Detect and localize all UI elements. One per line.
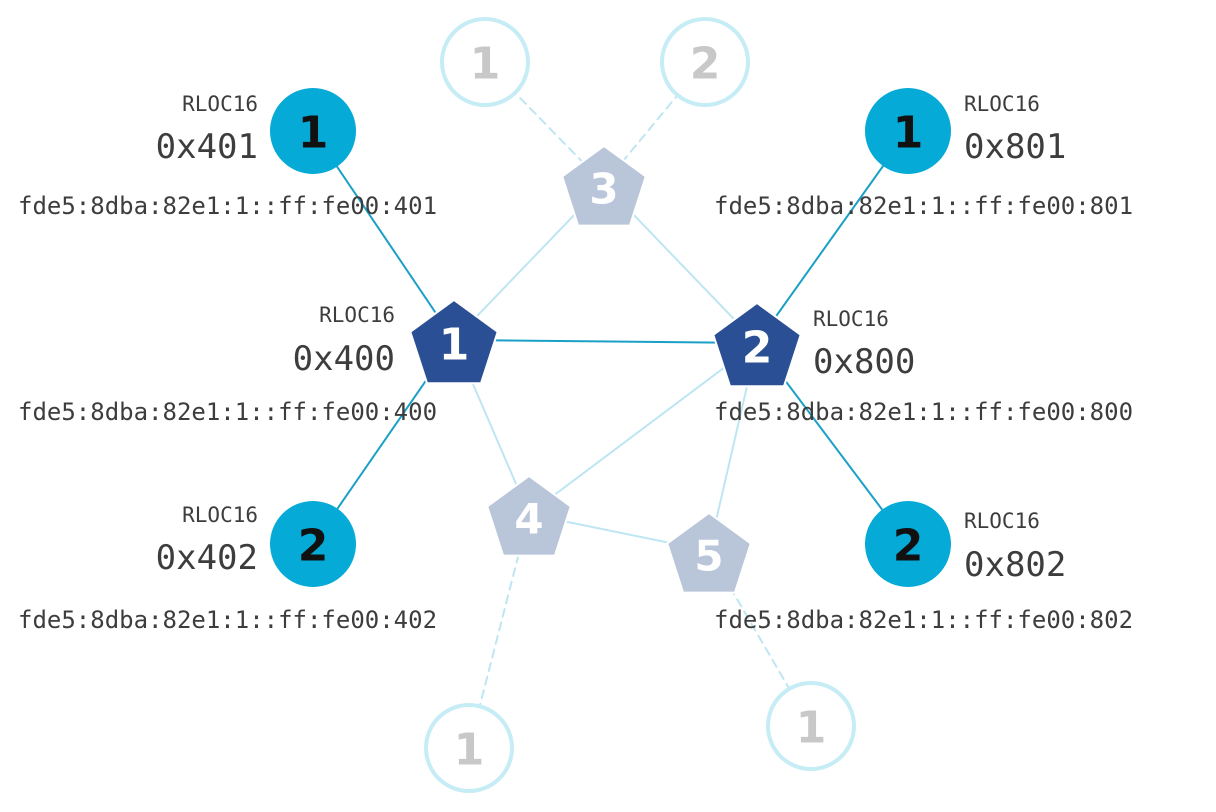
- child-node-c3a: 1: [440, 17, 530, 107]
- link-r2-r4: [528, 342, 758, 515]
- pentagon-icon: [666, 511, 752, 594]
- child-label-c401: 1: [298, 108, 329, 159]
- label-group-c402: RLOC16 0x402 fde5:8dba:82e1:1::ff:fe00:4…: [18, 503, 437, 634]
- pentagon-icon: [409, 298, 499, 385]
- rloc-caption: RLOC16: [182, 503, 258, 527]
- rloc-value-r2: 0x800: [813, 342, 915, 382]
- label-group-r2: RLOC16 0x800 fde5:8dba:82e1:1::ff:fe00:8…: [714, 307, 1133, 426]
- child-node-c802: 2: [865, 501, 951, 587]
- child-node-c801: 1: [865, 88, 951, 174]
- circle-icon: [766, 681, 856, 771]
- rloc-value-c801: 0x801: [964, 127, 1066, 167]
- address-c401: fde5:8dba:82e1:1::ff:fe00:401: [18, 192, 437, 220]
- child-label-c3b: 2: [690, 39, 721, 90]
- rloc-value-r1: 0x400: [293, 339, 395, 379]
- child-node-c5a: 1: [766, 681, 856, 771]
- router-label-r4: 4: [514, 495, 543, 544]
- circle-icon: [270, 501, 356, 587]
- router-node-r2: 2: [712, 301, 802, 388]
- child-label-c801: 1: [893, 108, 924, 159]
- label-group-c802: RLOC16 0x802 fde5:8dba:82e1:1::ff:fe00:8…: [714, 509, 1133, 634]
- router-node-r5: 5: [666, 511, 752, 594]
- child-node-c3b: 2: [660, 17, 750, 107]
- rloc-caption: RLOC16: [964, 92, 1040, 116]
- address-c802: fde5:8dba:82e1:1::ff:fe00:802: [714, 606, 1133, 634]
- child-label-c4a: 1: [454, 725, 485, 776]
- router-label-r5: 5: [694, 532, 723, 581]
- child-node-c4a: 1: [424, 703, 514, 793]
- rloc-caption: RLOC16: [964, 509, 1040, 533]
- circle-icon: [660, 17, 750, 107]
- rloc-value-c402: 0x402: [156, 538, 258, 578]
- child-label-c402: 2: [298, 521, 329, 572]
- router-node-r1: 1: [409, 298, 499, 385]
- router-label-r3: 3: [589, 165, 618, 214]
- nodes-layer: 1 2 3 4 5 1 2 1 2 1 2 1 1: [270, 17, 951, 793]
- rloc-value-c401: 0x401: [156, 127, 258, 167]
- router-node-r4: 4: [486, 474, 572, 557]
- pentagon-icon: [561, 144, 647, 227]
- router-label-r2: 2: [742, 323, 773, 374]
- link-r2-c801: [756, 130, 909, 344]
- pentagon-icon: [712, 301, 802, 388]
- router-label-r1: 1: [439, 320, 470, 371]
- rloc-value-c802: 0x802: [964, 545, 1066, 585]
- address-r2: fde5:8dba:82e1:1::ff:fe00:800: [714, 398, 1133, 426]
- pentagon-icon: [486, 474, 572, 557]
- circle-icon: [440, 17, 530, 107]
- router-node-r3: 3: [561, 144, 647, 227]
- rloc-caption: RLOC16: [813, 307, 889, 331]
- rloc-caption: RLOC16: [319, 303, 395, 327]
- child-label-c5a: 1: [796, 703, 827, 754]
- circle-icon: [865, 88, 951, 174]
- child-node-c402: 2: [270, 501, 356, 587]
- circle-icon: [865, 501, 951, 587]
- address-r1: fde5:8dba:82e1:1::ff:fe00:400: [18, 398, 437, 426]
- child-label-c802: 2: [893, 521, 924, 572]
- child-label-c3a: 1: [470, 39, 501, 90]
- rloc-caption: RLOC16: [182, 92, 258, 116]
- label-group-c801: RLOC16 0x801 fde5:8dba:82e1:1::ff:fe00:8…: [714, 92, 1133, 220]
- label-group-r1: RLOC16 0x400 fde5:8dba:82e1:1::ff:fe00:4…: [18, 303, 437, 426]
- circle-icon: [270, 88, 356, 174]
- link-r1-r2: [453, 339, 758, 344]
- child-node-c401: 1: [270, 88, 356, 174]
- address-c402: fde5:8dba:82e1:1::ff:fe00:402: [18, 606, 437, 634]
- address-c801: fde5:8dba:82e1:1::ff:fe00:801: [714, 192, 1133, 220]
- circle-icon: [424, 703, 514, 793]
- label-group-c401: RLOC16 0x401 fde5:8dba:82e1:1::ff:fe00:4…: [18, 92, 437, 220]
